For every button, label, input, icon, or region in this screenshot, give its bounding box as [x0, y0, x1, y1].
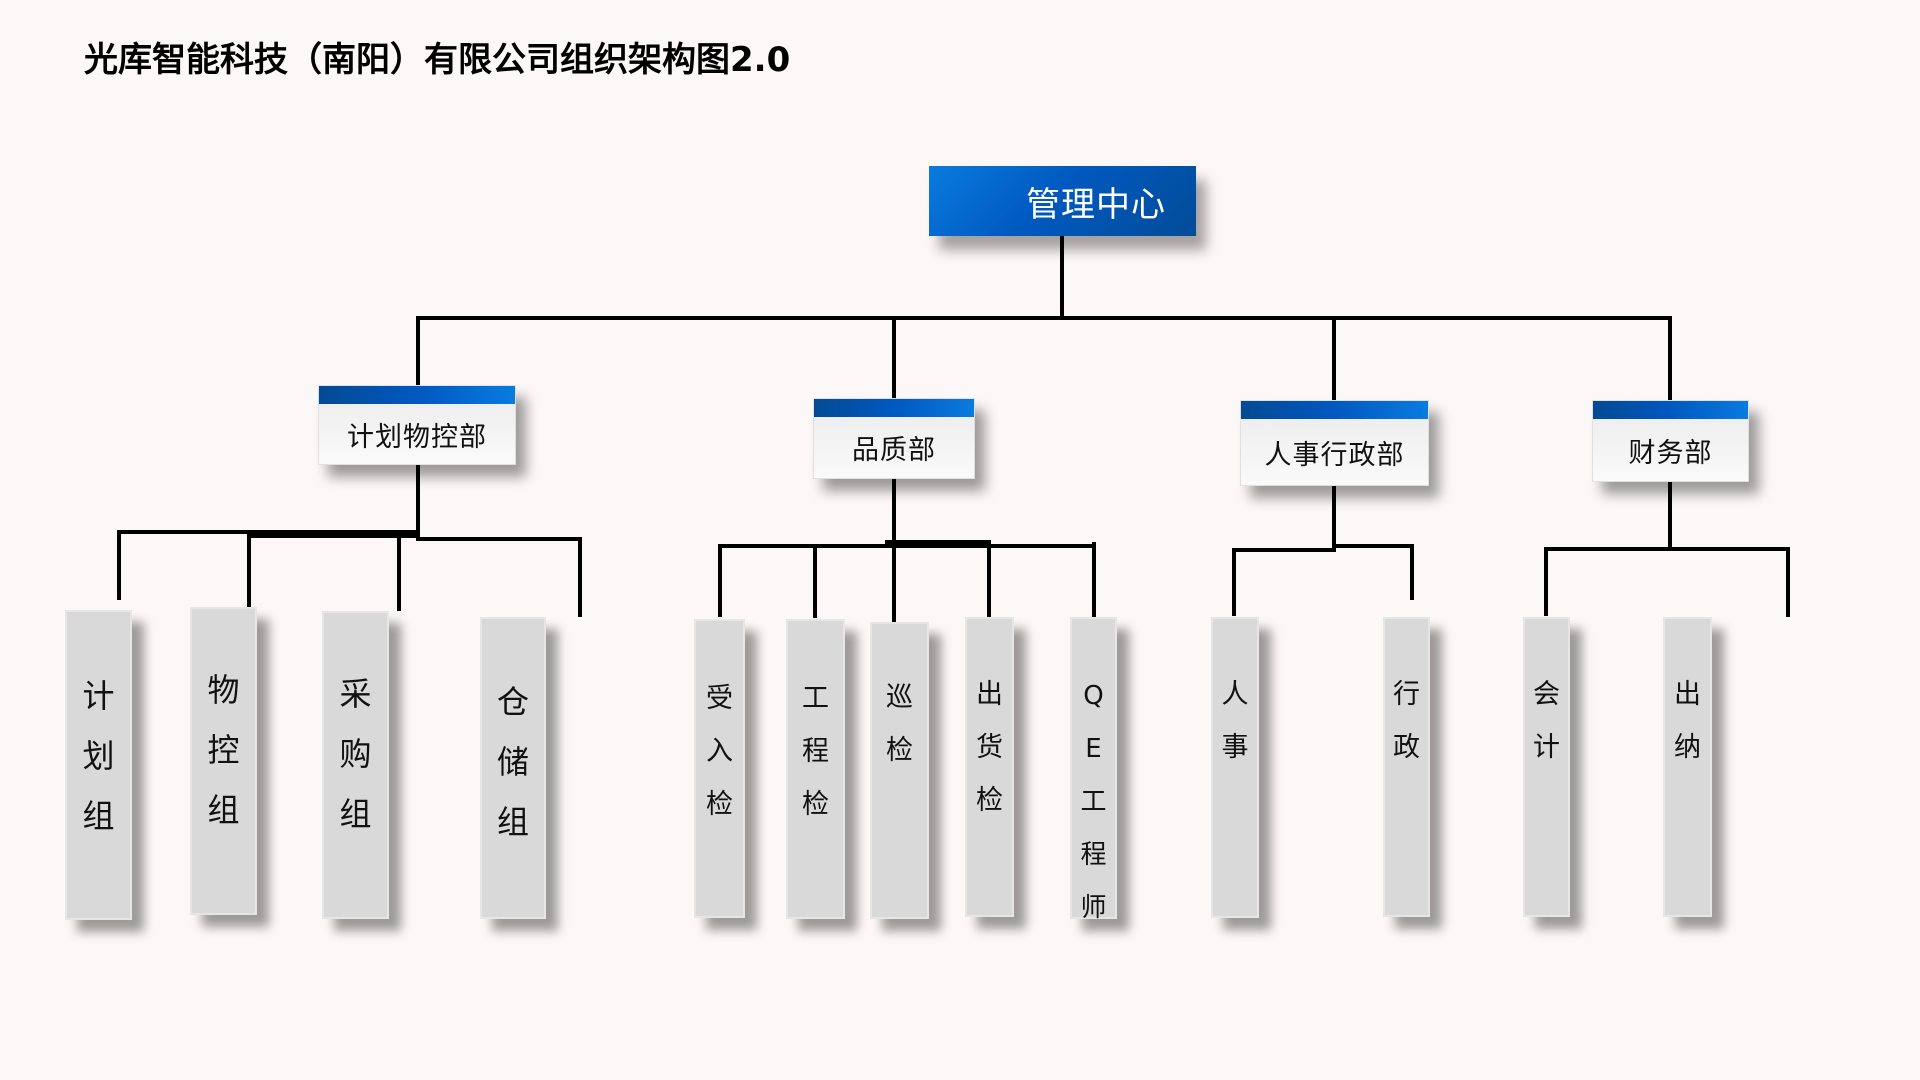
group-label-char: 人 [1221, 679, 1249, 710]
group-label: 出纳 [1674, 681, 1701, 761]
group-label: 出货检 [976, 681, 1003, 814]
group-label-char: 控 [207, 731, 240, 769]
group-label-char: 组 [496, 803, 529, 841]
connector-quality-bar [718, 540, 1096, 548]
group-label-char: 工 [1080, 787, 1107, 817]
group-label-char: 仓 [496, 683, 529, 721]
group-node-process-inspection[interactable]: 工程检 [786, 619, 845, 919]
group-label-char: 程 [1080, 840, 1107, 870]
group-label-char: 入 [706, 736, 733, 767]
connector-quality-leaves [718, 541, 1096, 618]
group-label-char: 划 [82, 737, 115, 775]
dept-header-band [319, 386, 515, 404]
dept-label: 人事行政部 [1264, 439, 1405, 471]
group-node-plan[interactable]: 计划组 [65, 610, 132, 920]
group-label-char: 计 [82, 677, 115, 715]
page-title: 光库智能科技（南阳）有限公司组织架构图2.0 [84, 40, 791, 80]
group-label-char: 储 [496, 743, 529, 781]
group-label-char: 采 [339, 675, 372, 713]
group-label-char: 巡 [886, 682, 913, 713]
group-label-char: 货 [976, 732, 1003, 763]
group-label-char: 检 [886, 735, 913, 766]
group-node-purchasing[interactable]: 采购组 [322, 611, 389, 919]
group-label-char: 计 [1533, 732, 1560, 763]
dept-label: 计划物控部 [347, 421, 487, 453]
dept-label: 财务部 [1628, 437, 1713, 469]
dept-header-band [1241, 401, 1428, 419]
group-label: 物控组 [207, 674, 239, 826]
group-label-char: 会 [1533, 679, 1560, 710]
group-label: 受入检 [706, 685, 733, 818]
connector-plan-bar [117, 530, 582, 541]
group-label-char: 物 [207, 671, 240, 709]
root-node-management-center[interactable]: 管理中心 [929, 166, 1196, 236]
dept-node-planning[interactable]: 计划物控部 [318, 385, 516, 465]
group-label: 巡检 [886, 684, 913, 764]
group-label: 人事 [1222, 681, 1249, 761]
connector-hr-bar [1232, 544, 1414, 552]
group-label-char: 检 [802, 789, 829, 820]
group-label-char: 工 [802, 683, 829, 714]
group-label-char: 检 [706, 789, 733, 820]
dept-node-hr-admin[interactable]: 人事行政部 [1240, 400, 1429, 486]
dept-header-band [814, 399, 974, 417]
group-label: 会计 [1533, 681, 1560, 761]
group-label: 工程检 [802, 685, 829, 818]
group-node-incoming-inspection[interactable]: 受入检 [694, 619, 745, 918]
dept-node-quality[interactable]: 品质部 [813, 398, 975, 479]
group-label-char: 购 [339, 735, 372, 773]
group-node-material-control[interactable]: 物控组 [190, 607, 257, 915]
group-node-outgoing-inspection[interactable]: 出货检 [965, 617, 1014, 917]
connector-fin-leaves [1544, 547, 1790, 617]
group-label-char: 纳 [1674, 732, 1701, 763]
group-label-char: 出 [976, 679, 1003, 710]
dept-label: 品质部 [852, 435, 936, 466]
group-label-char: 师 [1080, 893, 1107, 923]
group-node-administration[interactable]: 行政 [1383, 617, 1430, 917]
connector-plan-leaves [117, 530, 582, 617]
dept-node-finance[interactable]: 财务部 [1592, 400, 1749, 482]
group-label-char: Q [1083, 681, 1104, 711]
group-label-char: 事 [1221, 732, 1249, 763]
group-label-char: 受 [706, 683, 733, 714]
group-label-char: 检 [976, 785, 1003, 816]
connector-hr-leaves [1232, 544, 1414, 616]
group-label: 采购组 [339, 678, 371, 830]
group-label: 计划组 [82, 680, 114, 832]
group-label: 行政 [1393, 681, 1420, 761]
group-node-personnel[interactable]: 人事 [1211, 617, 1259, 918]
dept-header-band [1593, 401, 1748, 419]
group-node-accounting[interactable]: 会计 [1523, 617, 1570, 917]
group-label-char: 出 [1674, 679, 1701, 710]
group-label-char: 组 [339, 795, 372, 833]
group-label-char: E [1085, 734, 1102, 764]
group-label: 仓储组 [497, 686, 529, 838]
group-label-char: 组 [207, 791, 240, 829]
group-node-warehouse[interactable]: 仓储组 [480, 617, 546, 919]
root-node-label: 管理中心 [1026, 184, 1166, 225]
group-label-char: 政 [1393, 732, 1420, 763]
group-node-cashier[interactable]: 出纳 [1663, 617, 1712, 917]
group-label-char: 程 [802, 736, 829, 767]
group-label-char: 行 [1393, 679, 1420, 710]
group-label-char: 组 [82, 797, 115, 835]
group-node-patrol-inspection[interactable]: 巡检 [870, 622, 929, 919]
